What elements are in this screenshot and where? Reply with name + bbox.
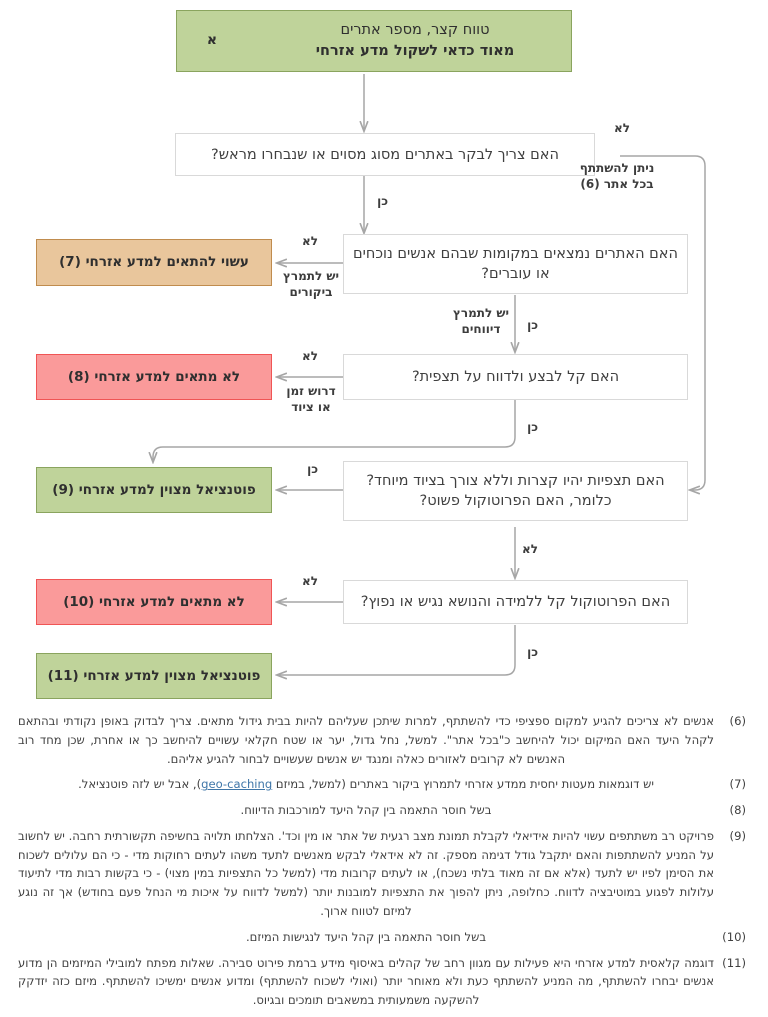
edge-label-q3-yes: כן bbox=[527, 420, 538, 436]
footnote-7-text: יש דוגמאות מעטות יחסית ממדע אזרחי לתמרוץ… bbox=[18, 775, 714, 794]
edge-label-q5-yes-text: כן bbox=[527, 645, 538, 659]
edge-label-q1-no-text: לא bbox=[614, 121, 630, 135]
outcome-7-text: עשוי להתאים למדע אזרחי (7) bbox=[59, 254, 249, 271]
edge-label-q4-no: לא bbox=[522, 542, 538, 558]
question-box-q4[interactable]: האם תצפיות יהיו קצרות וללא צורך בציוד מי… bbox=[343, 461, 688, 521]
edge-label-q3-no-sub-l2: או ציוד bbox=[291, 399, 331, 414]
outcome-box-10[interactable]: לא מתאים למדע אזרחי (10) bbox=[36, 579, 272, 625]
edge-label-q2-yes-sub-l1: יש לתמרץ bbox=[452, 306, 510, 320]
edge-label-q1-no: לא bbox=[614, 121, 630, 137]
question-box-q3[interactable]: האם קל לבצע ולדווח על תצפית? bbox=[343, 354, 688, 400]
question-q1-text: האם צריך לבקר באתרים מסוג מסוים או שנבחר… bbox=[211, 146, 559, 163]
edge-label-q1-no-outcome-l1: ניתן להשתתף bbox=[579, 161, 655, 175]
header-letter: א bbox=[206, 32, 218, 49]
edge-label-q4-yes: כן bbox=[307, 462, 318, 478]
footnote-8-text: בשל חוסר התאמה בין קהל היעד למורכבות הדי… bbox=[240, 803, 492, 818]
edge-label-q3-no: לא bbox=[302, 349, 318, 365]
geo-caching-link[interactable]: geo-caching bbox=[201, 777, 273, 792]
outcome-8-text: לא מתאים למדע אזרחי (8) bbox=[67, 368, 241, 385]
edge-label-q2-no-sub-l1: יש לתמרץ bbox=[282, 269, 340, 283]
edge-label-q3-no-sub-l1: דרוש זמן bbox=[286, 384, 336, 398]
question-q4-text: האם תצפיות יהיו קצרות וללא צורך בציוד מי… bbox=[366, 473, 665, 509]
edge-label-q3-yes-text: כן bbox=[527, 420, 538, 434]
edge-label-q5-no-text: לא bbox=[302, 574, 318, 588]
edge-label-q2-no: לא bbox=[302, 234, 318, 250]
edge-label-q2-no-sub: יש לתמרץ ביקורים bbox=[280, 269, 342, 301]
question-q2-text: האם האתרים נמצאים במקומות שבהם אנשים נוכ… bbox=[353, 246, 678, 282]
edge-label-q2-yes-sub: יש לתמרץ דיווחים bbox=[446, 306, 516, 338]
footnote-6-text: אנשים לא צריכים להגיע למקום ספציפי כדי ל… bbox=[18, 714, 714, 766]
footnote-item-9: (9) פרויקט רב משתתפים עשוי להיות אידיאלי… bbox=[0, 827, 768, 921]
edge-label-q5-no: לא bbox=[302, 574, 318, 590]
question-q5-text: האם הפרוטוקול קל ללמידה והנושא נגיש או נ… bbox=[360, 594, 671, 610]
question-box-q2[interactable]: האם האתרים נמצאים במקומות שבהם אנשים נוכ… bbox=[343, 234, 688, 294]
footnotes-section: (6) אנשים לא צריכים להגיע למקום ספציפי כ… bbox=[0, 712, 768, 1017]
footnote-7-text-after: ), אבל יש לזה פוטנציאל. bbox=[78, 777, 202, 792]
edge-label-q2-yes-text: כן bbox=[527, 318, 538, 332]
edge-label-q4-yes-text: כן bbox=[307, 462, 318, 476]
footnote-11-number: (11) bbox=[722, 955, 746, 970]
edge-label-q1-no-outcome-l2: בכל אתר (6) bbox=[580, 176, 654, 191]
footnote-7-number: (7) bbox=[729, 777, 746, 792]
outcome-10-text: לא מתאים למדע אזרחי (10) bbox=[63, 593, 245, 610]
question-box-q1[interactable]: האם צריך לבקר באתרים מסוג מסוים או שנבחר… bbox=[175, 133, 595, 176]
header-line-2: מאוד כדאי לשקול מדע אזרחי bbox=[315, 43, 515, 59]
edge-label-q1-no-outcome: ניתן להשתתף בכל אתר (6) bbox=[562, 161, 672, 193]
footnote-item-7: (7) יש דוגמאות מעטות יחסית ממדע אזרחי לת… bbox=[0, 775, 768, 794]
edge-label-q2-no-text: לא bbox=[302, 234, 318, 248]
footnote-9-text: פרויקט רב משתתפים עשוי להיות אידיאלי לקב… bbox=[18, 828, 714, 919]
footnote-item-10: (10) בשל חוסר התאמה בין קהל היעד לנגישות… bbox=[0, 928, 768, 947]
edge-label-q4-no-text: לא bbox=[522, 542, 538, 556]
header-box-short-range: א טווח קצר, מספר אתרים מאוד כדאי לשקול מ… bbox=[176, 10, 572, 72]
edge-label-q3-no-sub: דרוש זמן או ציוד bbox=[278, 384, 344, 416]
footnote-item-8: (8) בשל חוסר התאמה בין קהל היעד למורכבות… bbox=[0, 801, 768, 820]
footnote-10-number: (10) bbox=[722, 929, 746, 944]
edge-label-q5-yes: כן bbox=[527, 645, 538, 661]
question-box-q5[interactable]: האם הפרוטוקול קל ללמידה והנושא נגיש או נ… bbox=[343, 580, 688, 624]
edge-label-q2-yes-sub-l2: דיווחים bbox=[461, 321, 501, 336]
footnote-11-text: דוגמה קלאסית למדע אזרחי היא פעילות עם מג… bbox=[18, 955, 714, 1008]
footnote-9-number: (9) bbox=[729, 828, 746, 843]
outcome-box-9[interactable]: פוטנציאל מצוין למדע אזרחי (9) bbox=[36, 467, 272, 513]
footnote-7-text-before: יש דוגמאות מעטות יחסית ממדע אזרחי לתמרוץ… bbox=[272, 777, 654, 792]
edge-label-q2-yes: כן bbox=[527, 318, 538, 334]
outcome-11-text: פוטנציאל מצוין למדע אזרחי (11) bbox=[47, 667, 261, 684]
outcome-box-11[interactable]: פוטנציאל מצוין למדע אזרחי (11) bbox=[36, 653, 272, 699]
edge-label-q1-yes: כן bbox=[377, 194, 388, 210]
footnote-8-number: (8) bbox=[729, 803, 746, 818]
outcome-box-8[interactable]: לא מתאים למדע אזרחי (8) bbox=[36, 354, 272, 400]
footnote-6-number: (6) bbox=[729, 714, 746, 728]
edge-label-q3-no-text: לא bbox=[302, 349, 318, 363]
outcome-box-7[interactable]: עשוי להתאים למדע אזרחי (7) bbox=[36, 239, 272, 286]
footnote-item-11: (11) דוגמה קלאסית למדע אזרחי היא פעילות … bbox=[0, 954, 768, 1010]
question-q3-text: האם קל לבצע ולדווח על תצפית? bbox=[411, 369, 620, 385]
outcome-9-text: פוטנציאל מצוין למדע אזרחי (9) bbox=[52, 481, 256, 498]
edge-label-q2-no-sub-l2: ביקורים bbox=[289, 284, 333, 299]
edge-label-q1-yes-text: כן bbox=[377, 194, 388, 208]
footnote-item-6: (6) אנשים לא צריכים להגיע למקום ספציפי כ… bbox=[0, 712, 768, 768]
header-title: טווח קצר, מספר אתרים מאוד כדאי לשקול מדע… bbox=[247, 20, 571, 61]
header-line-1: טווח קצר, מספר אתרים bbox=[340, 22, 490, 39]
footnote-10-text: בשל חוסר התאמה בין קהל היעד לנגישות המיז… bbox=[245, 929, 487, 944]
